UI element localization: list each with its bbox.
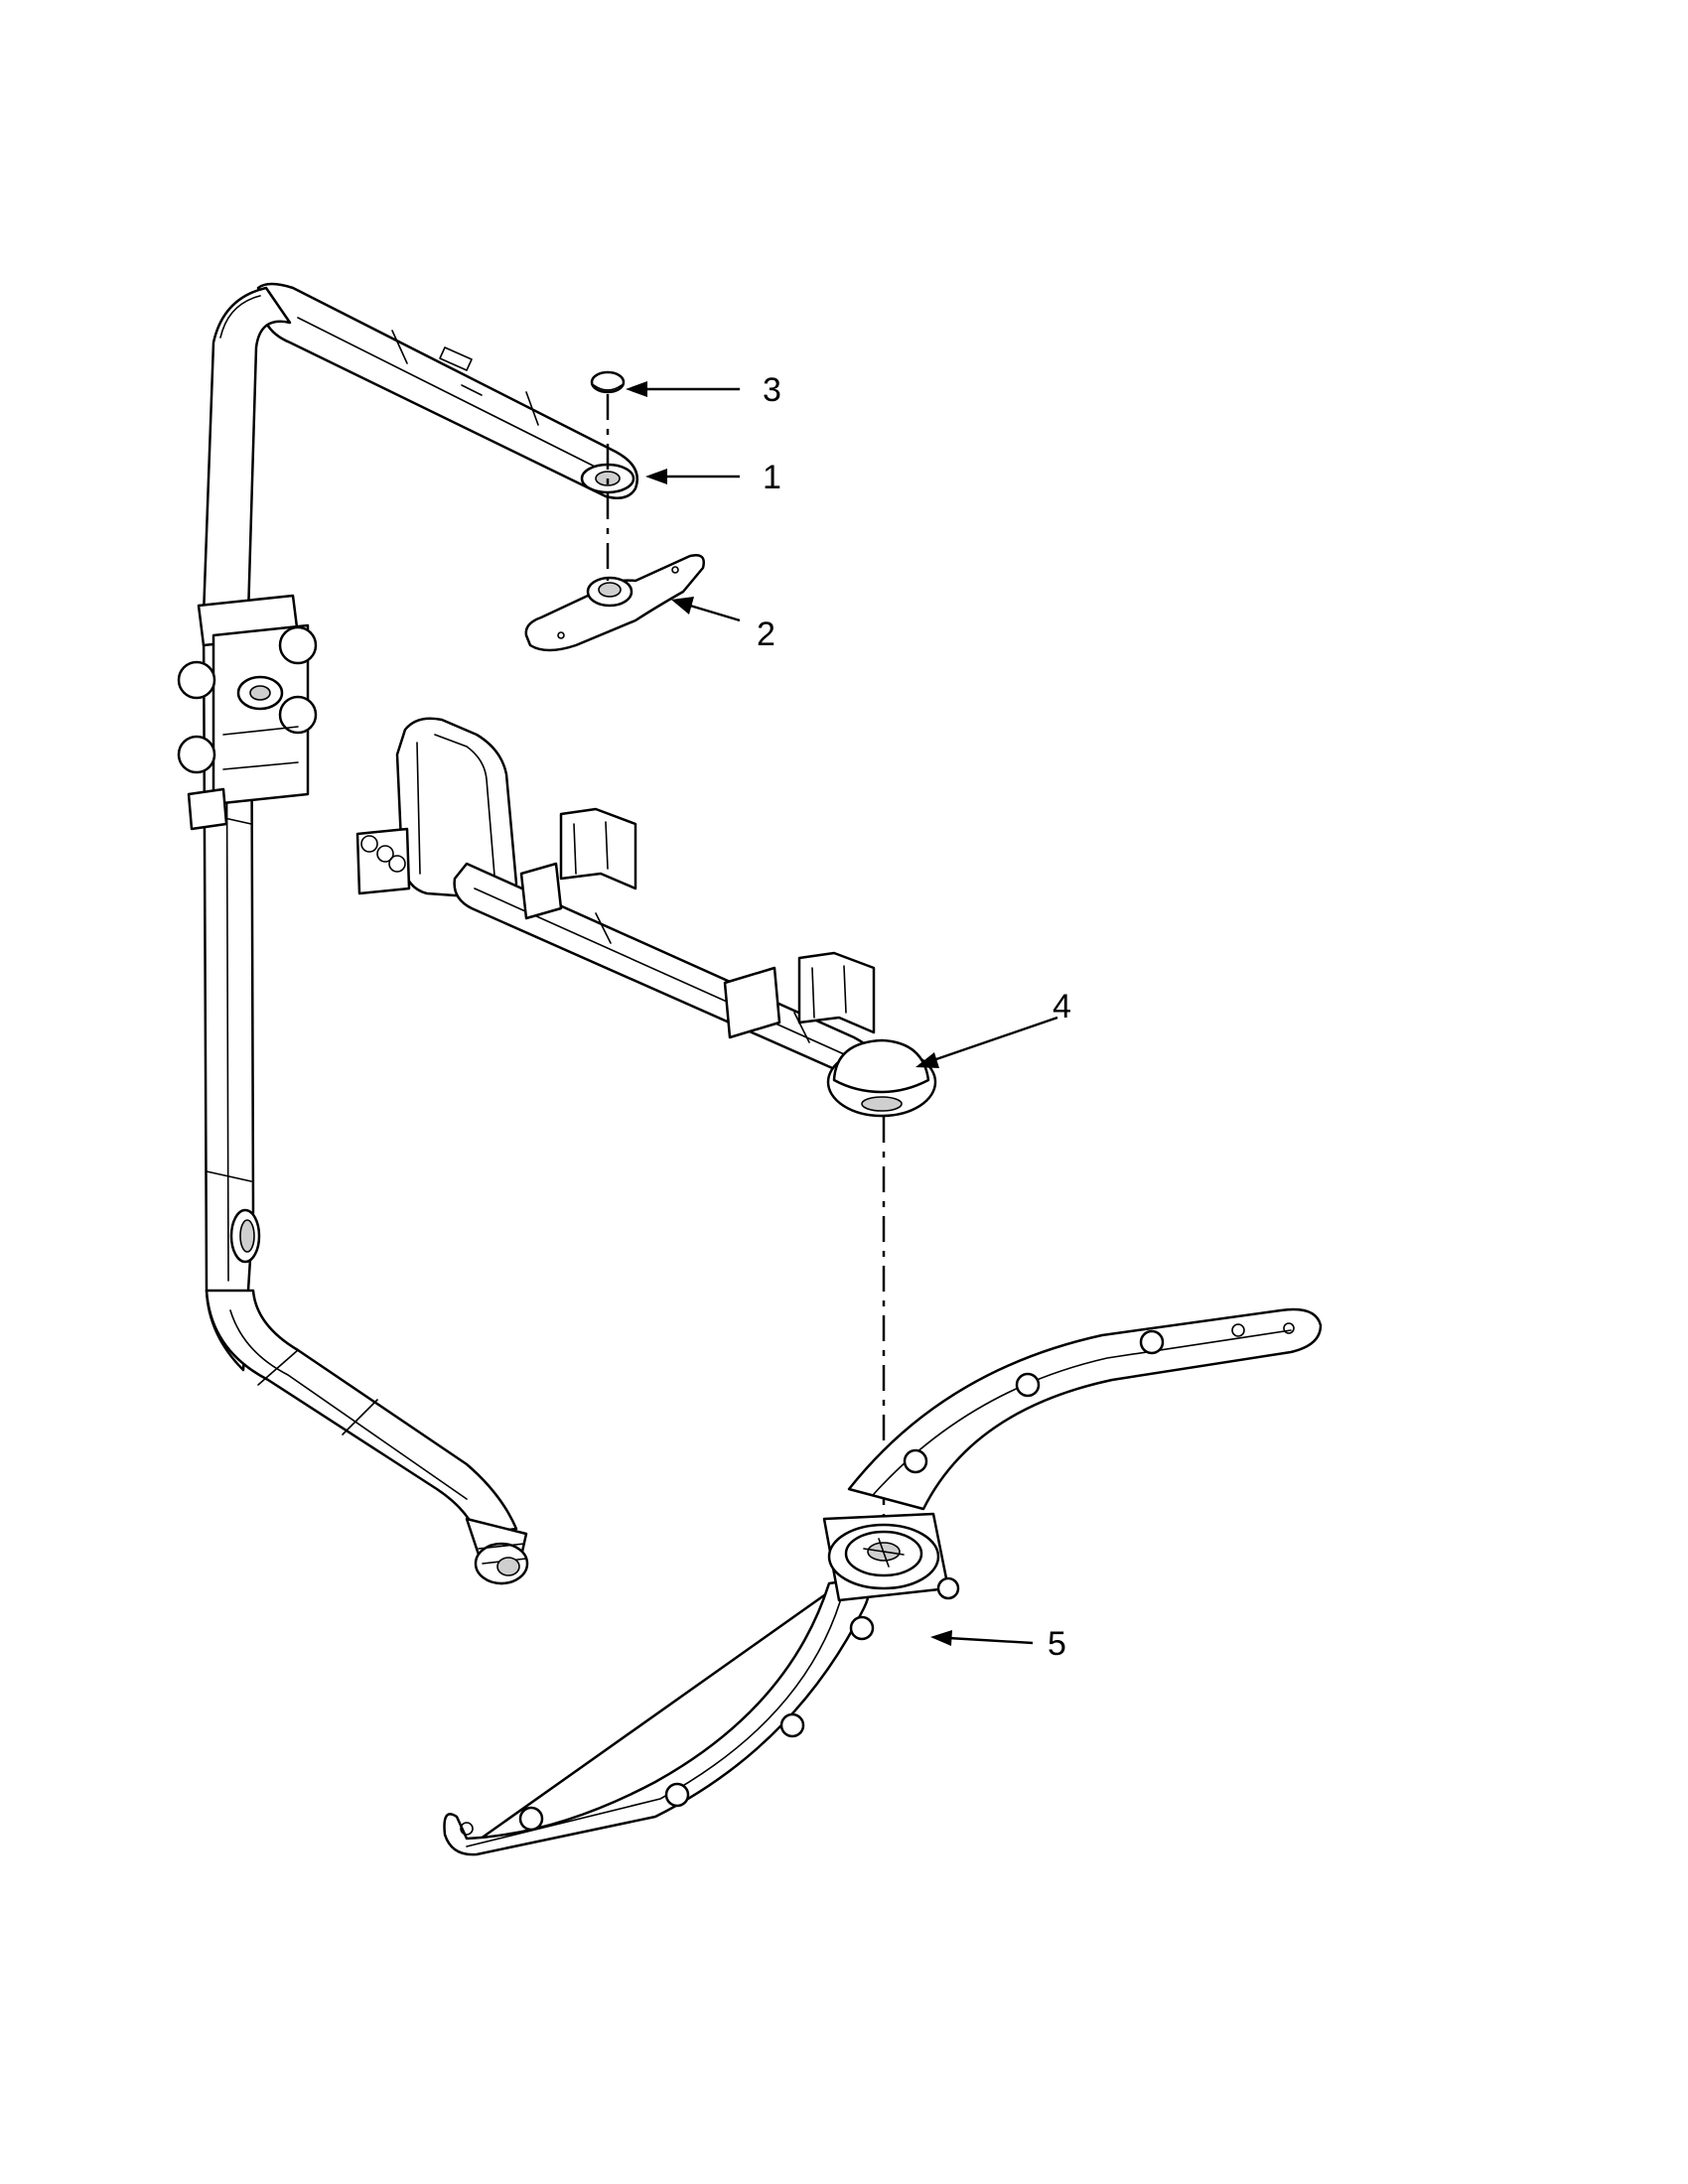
tube-mounting-bracket	[177, 594, 318, 831]
lower-spray-arm	[443, 1307, 1323, 1856]
callout-1-label: 1	[763, 459, 781, 496]
callout-3: 3	[626, 371, 781, 409]
tube-port	[229, 1208, 261, 1264]
callout-2: 2	[671, 597, 775, 653]
lower-arm-hub	[822, 1512, 960, 1602]
supply-tube	[177, 282, 638, 1585]
callout-5: 5	[930, 1625, 1066, 1663]
rack-clip-left	[559, 807, 637, 890]
callout-5-label: 5	[1048, 1625, 1066, 1663]
callout-2-label: 2	[757, 615, 775, 653]
callout-3-label: 3	[763, 371, 781, 409]
cap-part	[590, 370, 626, 394]
tube-outlet	[465, 1517, 529, 1585]
manifold-outlet-dome	[826, 1038, 937, 1118]
upper-spray-arm	[524, 554, 705, 652]
spray-arm-manifold	[355, 717, 937, 1118]
rack-clip-right	[797, 951, 876, 1034]
callout-4: 4	[915, 988, 1071, 1068]
callout-4-label: 4	[1053, 988, 1071, 1025]
callout-1: 1	[645, 459, 781, 496]
